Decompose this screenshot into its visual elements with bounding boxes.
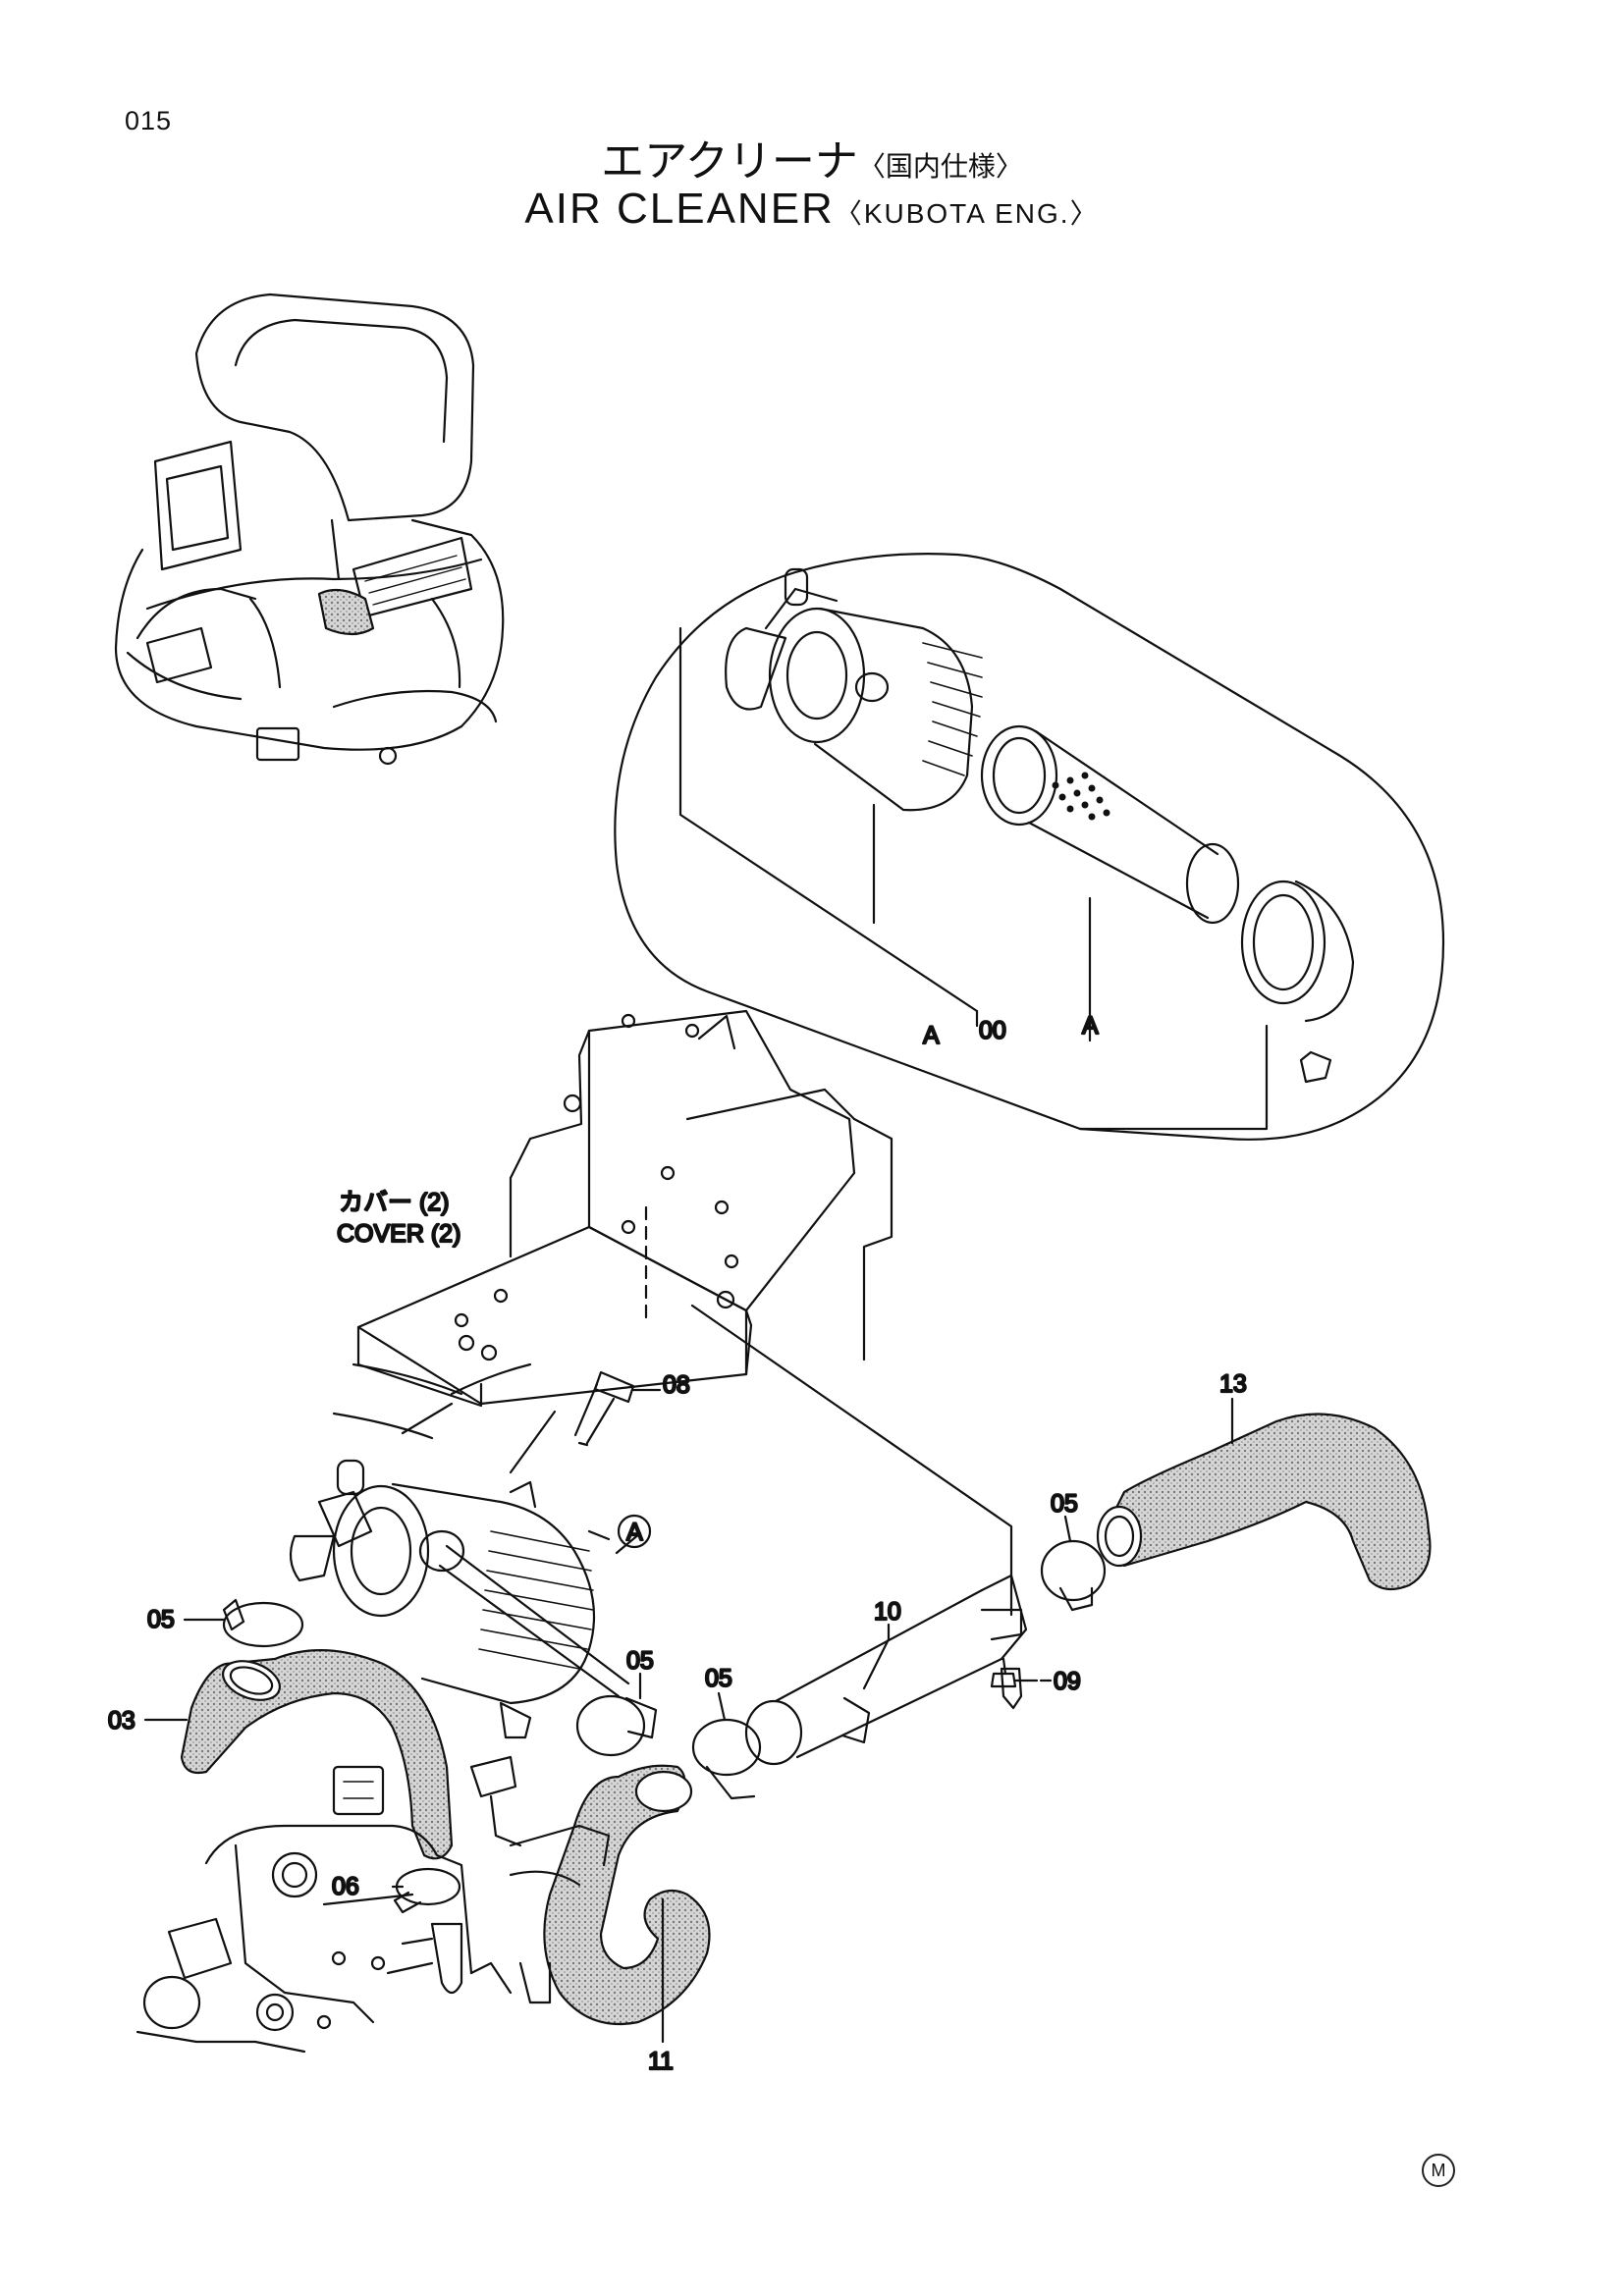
page-number: 015 <box>125 106 173 135</box>
callout-10: 10 <box>874 1598 901 1626</box>
callout-05-middle-lower: 05 <box>705 1665 732 1692</box>
air-cleaner-exploded-view <box>614 553 1445 1141</box>
callout-a-circled: A <box>626 1519 643 1546</box>
callout-09: 09 <box>1054 1668 1081 1695</box>
leader-to-10 <box>690 1304 1013 1617</box>
hose-11 <box>543 1764 711 2026</box>
clamp-06 <box>393 1867 461 1914</box>
callout-00: 00 <box>979 1017 1006 1044</box>
callout-11: 11 <box>648 2048 674 2075</box>
callout-05-right: 05 <box>1051 1490 1078 1518</box>
callout-a-circle <box>617 1514 652 1549</box>
title-jp-text: エアクリーナ <box>601 136 858 187</box>
clamp-05-left <box>222 1598 304 1648</box>
pipe-10 <box>744 1574 1028 1766</box>
clamp-05-middle-lower <box>691 1718 762 1800</box>
bracket-right <box>1078 1024 1269 1131</box>
clamp-05-middle-upper <box>575 1694 658 1757</box>
callout-a-upper-left: A <box>923 1022 940 1049</box>
engine-block <box>135 1755 611 2054</box>
leader-circled-a <box>615 1531 642 1555</box>
title-en-text: AIR CLEANER <box>524 185 835 233</box>
title-english: AIR CLEANER〈KUBOTA ENG.〉 <box>0 185 1624 234</box>
hose-03 <box>180 1649 454 1860</box>
callout-a-upper-right: A <box>1082 1012 1099 1040</box>
callout-03: 03 <box>108 1707 135 1735</box>
machine-overview-illustration <box>114 293 505 766</box>
hose-13 <box>1096 1413 1432 1591</box>
cover-label-english: COVER (2) <box>337 1220 460 1248</box>
bolt-09 <box>990 1657 1039 1688</box>
title-en-note: 〈KUBOTA ENG.〉 <box>834 198 1100 229</box>
callout-13: 13 <box>1219 1370 1247 1398</box>
title-jp-note: 〈国内仕様〉 <box>857 150 1023 183</box>
bracket-left <box>678 626 979 1013</box>
title-japanese: エアクリーナ〈国内仕様〉 <box>0 126 1624 188</box>
mounting-bracket <box>332 1009 1013 1617</box>
filter-perforations <box>1052 772 1110 821</box>
detail-enclosure <box>614 553 1445 1141</box>
bolt-08 <box>573 1370 662 1447</box>
clamp-05-right <box>1040 1539 1107 1612</box>
callout-leaders <box>143 1397 1234 2044</box>
air-cleaner-assembly <box>289 1410 642 1739</box>
leader-bracket-to-cleaner <box>509 1410 557 1474</box>
callout-05-middle-upper: 05 <box>626 1647 654 1675</box>
manufacturer-mark: M <box>1422 2154 1455 2187</box>
callout-05-left: 05 <box>147 1606 175 1633</box>
callout-08: 08 <box>663 1371 690 1399</box>
callout-06: 06 <box>332 1873 359 1900</box>
cover-label-japanese: カバー (2) <box>339 1189 450 1216</box>
